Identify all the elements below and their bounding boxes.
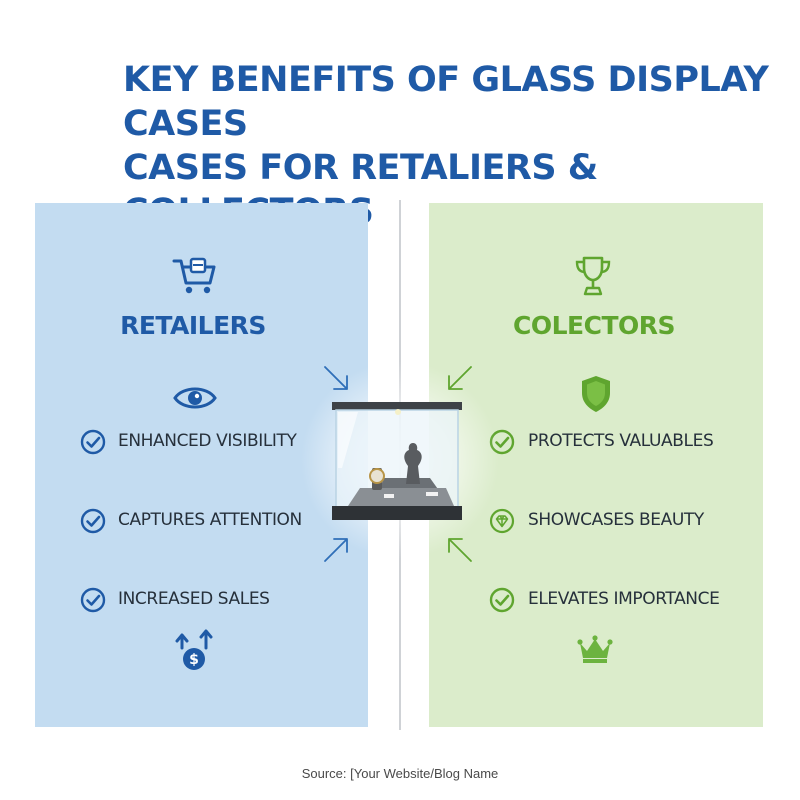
trophy-icon xyxy=(575,256,611,296)
check-circle-icon xyxy=(489,587,515,613)
check-circle-icon xyxy=(80,429,106,455)
arrow-icon xyxy=(448,366,472,390)
glass-display-case-icon xyxy=(332,402,462,520)
crown-icon xyxy=(577,635,613,663)
arrow-icon xyxy=(324,538,348,562)
shopping-cart-icon xyxy=(172,257,216,294)
source-note: Source: [Your Website/Blog Name xyxy=(301,766,499,781)
check-circle-icon xyxy=(80,587,106,613)
arrow-icon xyxy=(324,366,348,390)
retailers-heading: RETAILERS xyxy=(120,311,266,340)
arrow-icon xyxy=(448,538,472,562)
eye-icon xyxy=(173,387,217,409)
collectors-item-2: SHOWCASES BEAUTY xyxy=(528,510,704,530)
collectors-item-1: PROTECTS VALUABLES xyxy=(528,431,714,451)
retailers-item-2: CAPTURES ATTENTION xyxy=(118,510,302,530)
svg-text:$: $ xyxy=(189,652,199,668)
collectors-heading: COLECTORS xyxy=(512,311,676,340)
title-line-1: KEY BENEFITS OF GLASS DISPLAY CASES xyxy=(123,60,769,144)
check-circle-icon xyxy=(80,508,106,534)
shield-icon xyxy=(582,376,610,412)
retailers-item-3: INCREASED SALES xyxy=(118,589,270,609)
collectors-item-3: ELEVATES IMPORTANCE xyxy=(528,589,720,609)
dollar-growth-icon: $ xyxy=(175,629,213,670)
page-title: KEY BENEFITS OF GLASS DISPLAY CASES CASE… xyxy=(0,58,800,234)
retailers-item-1: ENHANCED VISIBILITY xyxy=(118,431,297,451)
